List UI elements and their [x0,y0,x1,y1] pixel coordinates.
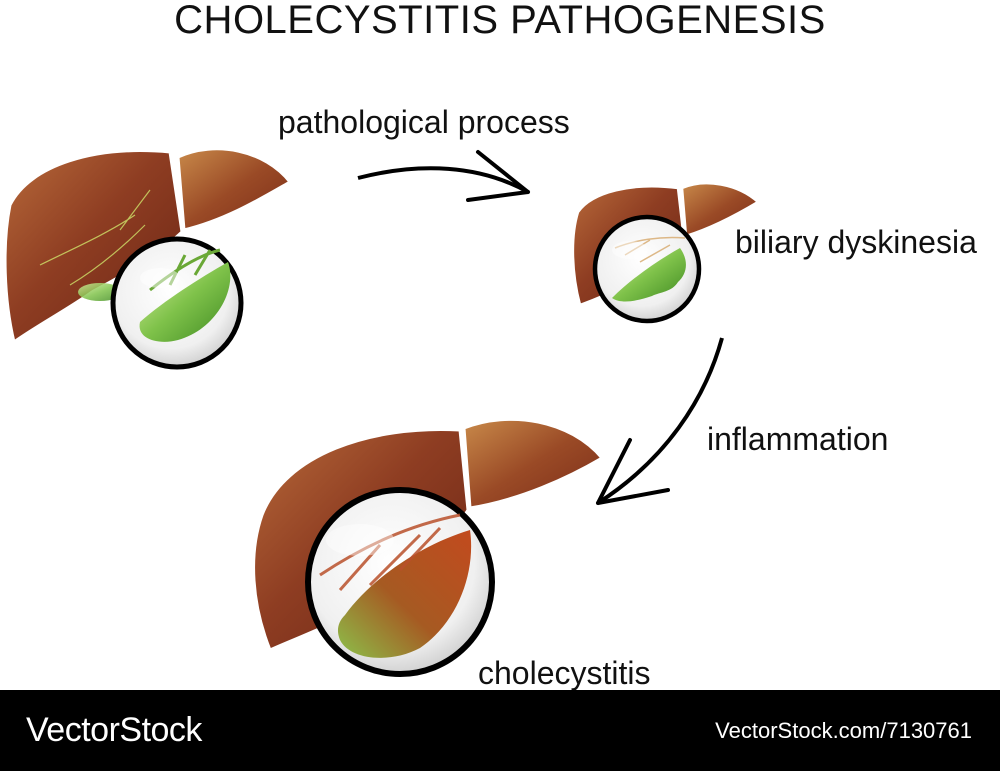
arrow-to-cholecystitis [596,337,724,505]
label-cholecystitis: cholecystitis [478,655,651,691]
label-inflammation: inflammation [707,421,889,457]
pathogenesis-diagram [3,147,758,677]
brand-logo: VectorStock [26,711,202,749]
magnifier-cholecystitis [305,487,495,677]
magnifier-healthy [110,236,244,370]
watermark-footer: VectorStock VectorStock.com/7130761 [0,690,1000,771]
diagram-title: CHOLECYSTITIS PATHOGENESIS [174,0,826,42]
magnifier-dyskinesia [592,214,702,324]
arrow-to-dyskinesia [357,150,530,202]
liver-healthy [3,147,293,345]
label-pathological-process: pathological process [278,104,570,140]
image-id: VectorStock.com/7130761 [715,718,972,743]
label-biliary-dyskinesia: biliary dyskinesia [735,224,977,260]
